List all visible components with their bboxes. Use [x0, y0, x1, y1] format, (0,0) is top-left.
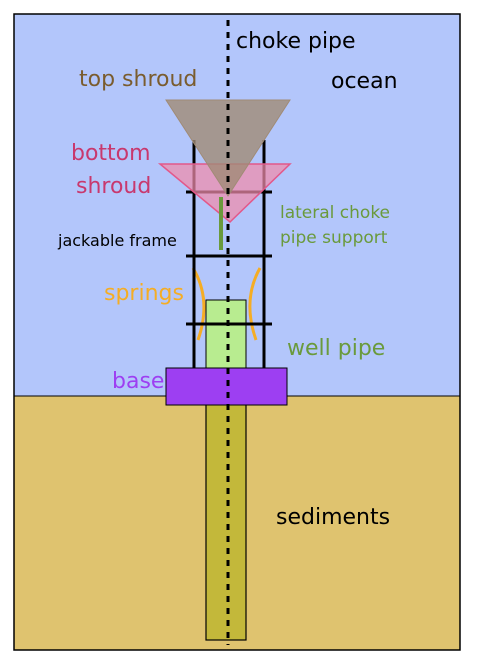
label-top-shroud: top shroud [79, 67, 197, 92]
label-lateral-1: lateral choke [280, 203, 390, 223]
spring-right [248, 267, 262, 341]
spring-left [191, 267, 206, 341]
label-springs: springs [104, 281, 184, 306]
label-well-pipe: well pipe [287, 336, 385, 361]
label-ocean: ocean [331, 69, 398, 94]
label-bottom-shroud-1: bottom [71, 141, 151, 166]
label-choke-pipe: choke pipe [236, 29, 356, 54]
top-shroud [165, 99, 291, 197]
label-bottom-shroud-2: shroud [76, 174, 151, 199]
base-block [165, 367, 288, 406]
label-base: base [112, 369, 164, 394]
label-jackable-frame: jackable frame [57, 231, 177, 250]
label-lateral-2: pipe support [280, 228, 388, 248]
diagram-border [13, 13, 461, 651]
label-sediments: sediments [276, 505, 390, 530]
sediment-pipe [205, 403, 247, 641]
well-pipe [205, 299, 247, 371]
